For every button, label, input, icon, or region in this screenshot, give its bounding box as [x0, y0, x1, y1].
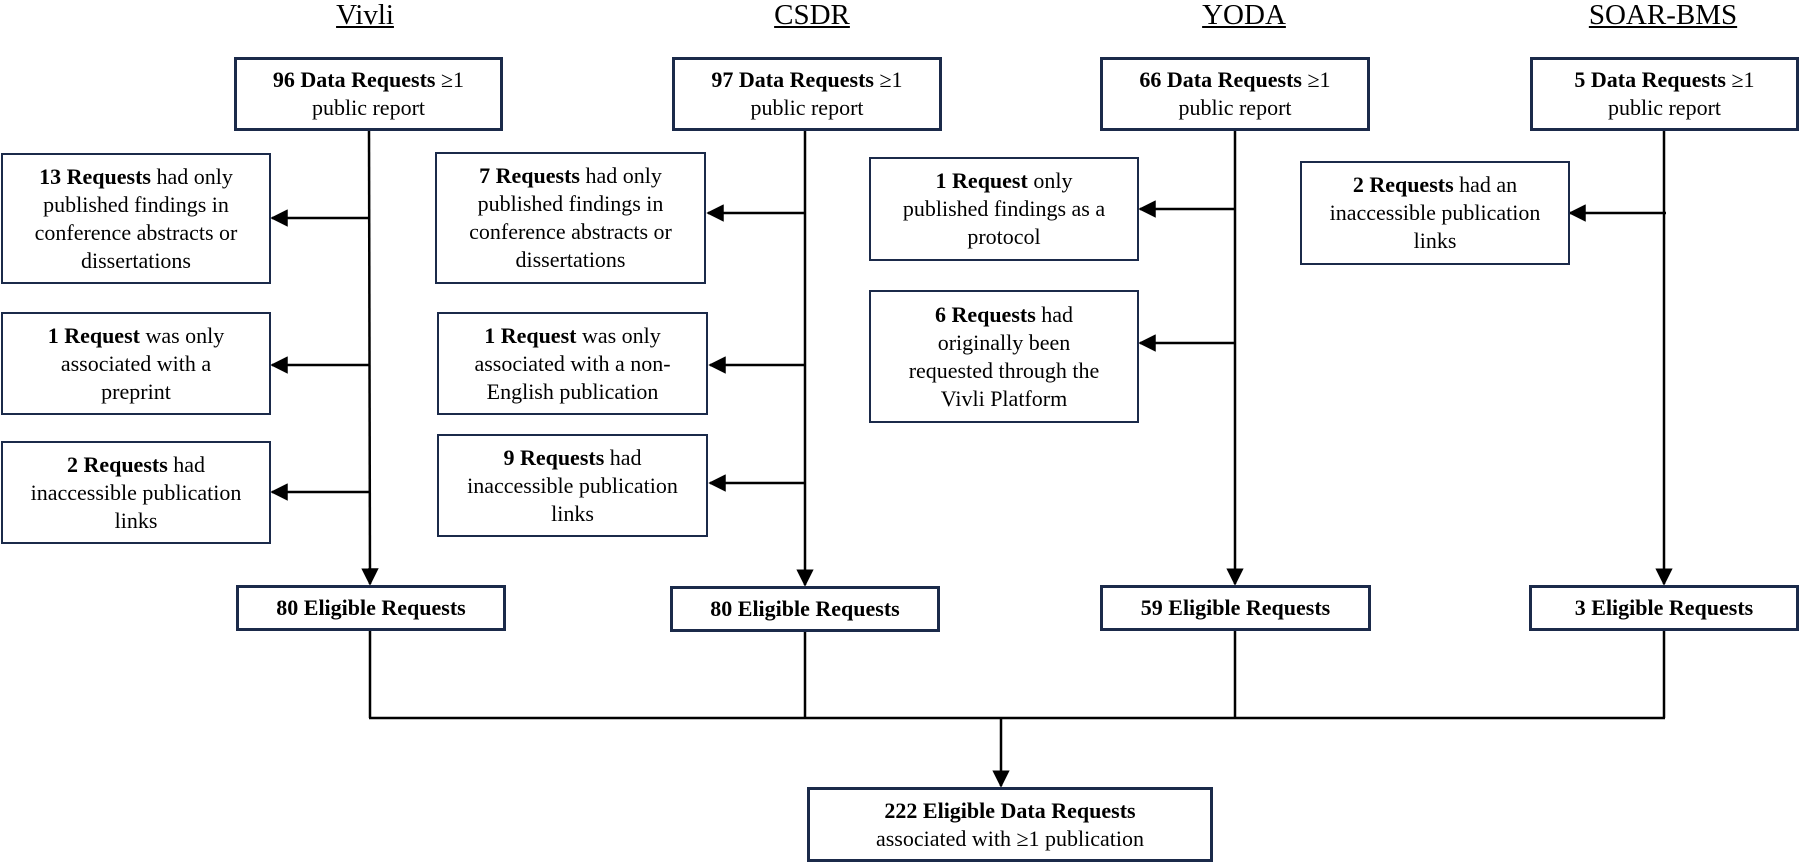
vivli-exclusion-box-1: 13 Requests had only published findings …	[1, 153, 271, 284]
heading-soar-bms: SOAR-BMS	[1588, 0, 1738, 31]
yoda-data-requests-box: 66 Data Requests ≥1 public report	[1100, 57, 1370, 131]
yoda-exclusion-box-2: 6 Requests had originally been requested…	[869, 290, 1139, 423]
yoda-eligible-box: 59 Eligible Requests	[1100, 585, 1371, 631]
csdr-exclusion-box-2: 1 Request was only associated with a non…	[437, 312, 708, 415]
vivli-exclusion-box-3: 2 Requests had inaccessible publication …	[1, 441, 271, 544]
final-eligible-box: 222 Eligible Data Requests associated wi…	[807, 787, 1213, 862]
heading-yoda: YODA	[1202, 0, 1286, 31]
csdr-exclusion-box-1: 7 Requests had only published findings i…	[435, 152, 706, 284]
soar-bms-exclusion-box-1: 2 Requests had an inaccessible publicati…	[1300, 161, 1570, 265]
vivli-data-requests-box: 96 Data Requests ≥1 public report	[234, 57, 503, 131]
vivli-exclusion-box-2: 1 Request was only associated with a pre…	[1, 312, 271, 415]
csdr-eligible-box: 80 Eligible Requests	[670, 586, 940, 632]
soar-bms-eligible-box: 3 Eligible Requests	[1529, 585, 1799, 631]
vivli-eligible-box: 80 Eligible Requests	[236, 585, 506, 631]
vivli-main-arrow	[361, 130, 379, 586]
csdr-exclusion-box-3: 9 Requests had inaccessible publication …	[437, 434, 708, 537]
csdr-data-requests-box: 97 Data Requests ≥1 public report	[672, 57, 942, 131]
soar-bms-data-requests-box: 5 Data Requests ≥1 public report	[1530, 57, 1799, 131]
yoda-exclusion-box-1: 1 Request only published findings as a p…	[869, 157, 1139, 261]
heading-vivli: Vivli	[336, 0, 394, 31]
heading-csdr: CSDR	[774, 0, 850, 31]
